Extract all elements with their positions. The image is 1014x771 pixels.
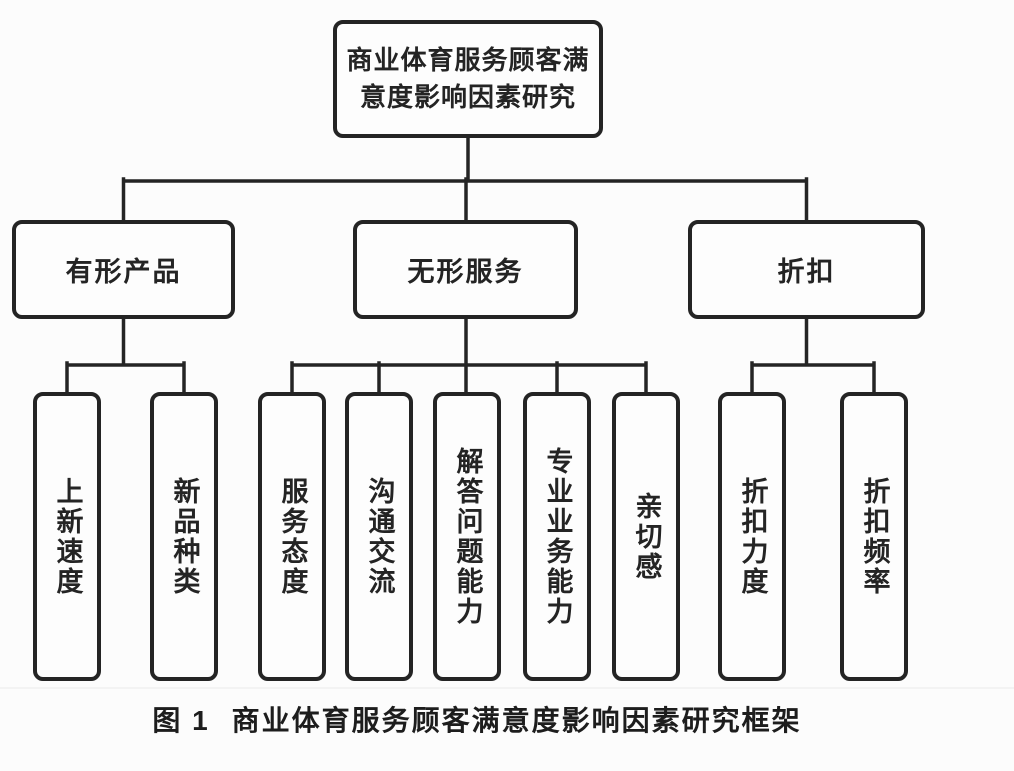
- root-label-line2: 意度影响因素研究: [359, 82, 576, 112]
- node-tangible-products: 有形产品: [12, 220, 235, 319]
- node-discount-strength: 折扣力度: [718, 392, 786, 681]
- node-answer-question-ability: 解答问题能力: [433, 392, 501, 681]
- node-label: 新品种类: [169, 476, 200, 597]
- node-label: 沟通交流: [364, 476, 395, 597]
- node-label: 折扣: [777, 257, 836, 287]
- figure-caption: 图 1 商业体育服务顾客满意度影响因素研究框架: [0, 699, 954, 739]
- node-new-product-variety: 新品种类: [150, 392, 218, 681]
- node-communication: 沟通交流: [345, 392, 413, 681]
- node-discount-frequency: 折扣频率: [840, 392, 908, 681]
- faint-scan-line: [0, 687, 1014, 689]
- node-label: 折扣力度: [737, 476, 768, 597]
- node-label: 亲切感: [631, 491, 662, 582]
- root-label-line1: 商业体育服务顾客满: [346, 45, 590, 75]
- node-professional-ability: 专业业务能力: [523, 392, 591, 681]
- node-service-attitude: 服务态度: [258, 392, 326, 681]
- node-friendliness: 亲切感: [612, 392, 680, 681]
- figure-title: 商业体育服务顾客满意度影响因素研究框架: [231, 705, 802, 736]
- node-root: 商业体育服务顾客满 意度影响因素研究: [333, 20, 603, 138]
- node-label: 服务态度: [277, 476, 308, 597]
- node-label: 折扣频率: [859, 476, 890, 597]
- node-new-arrival-speed: 上新速度: [33, 392, 101, 681]
- node-discount: 折扣: [688, 220, 925, 319]
- node-label: 专业业务能力: [542, 446, 573, 627]
- node-label: 无形服务: [407, 257, 524, 287]
- node-label: 上新速度: [52, 476, 83, 597]
- node-intangible-services: 无形服务: [353, 220, 578, 319]
- figure-number: 图 1: [152, 705, 210, 736]
- node-label: 有形产品: [65, 257, 182, 287]
- node-label: 解答问题能力: [452, 446, 483, 627]
